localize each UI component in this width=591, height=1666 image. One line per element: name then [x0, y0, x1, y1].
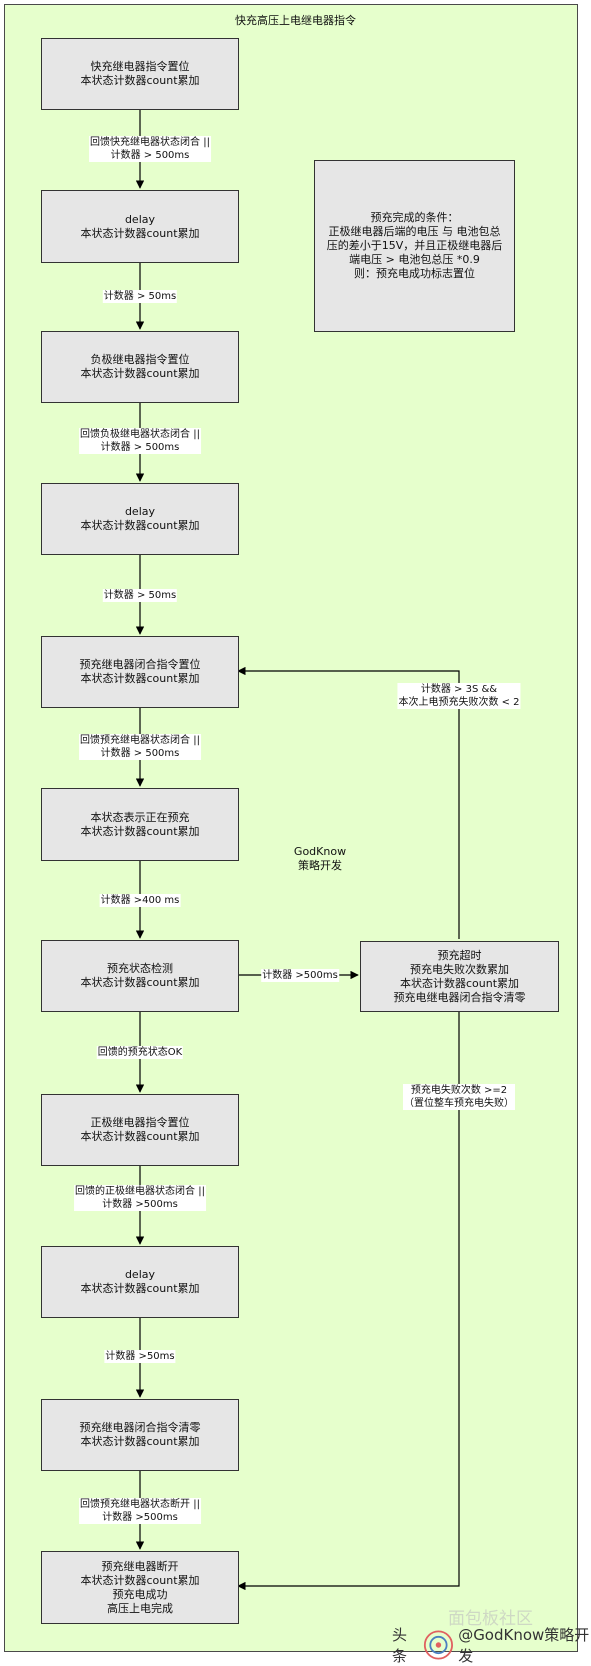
node-line: delay — [124, 505, 156, 518]
edge-label: 计数器 >50ms — [104, 1350, 176, 1363]
edge-label: 预充电失败次数 >=2（置位整车预充电失败） — [403, 1084, 515, 1110]
edge-label: 计数器 > 50ms — [102, 589, 178, 602]
node-positive-relay-set: 正极继电器指令置位本状态计数器count累加 — [41, 1094, 239, 1166]
node-line: 本状态计数器count累加 — [80, 519, 200, 532]
node-precharge-check: 预充状态检测本状态计数器count累加 — [41, 940, 239, 1012]
edge-label: 回馈预充继电器状态断开 ||计数器 >500ms — [79, 1498, 201, 1524]
edge-label: 计数器 >500ms — [261, 969, 339, 982]
note-line: 端电压 > 电池包总压 *0.9 — [349, 253, 480, 266]
node-line: 本状态计数器count累加 — [80, 74, 200, 87]
node-hv-power-on-done: 预充继电器断开本状态计数器count累加预充电成功高压上电完成 — [41, 1551, 239, 1624]
node-precharging: 本状态表示正在预充本状态计数器count累加 — [41, 788, 239, 861]
edge-label: 回馈快充继电器状态闭合 ||计数器 > 500ms — [89, 136, 211, 162]
node-line: 本状态计数器count累加 — [80, 1435, 200, 1448]
node-line: 本状态计数器count累加 — [80, 1282, 200, 1295]
edge-label: 回馈负极继电器状态闭合 ||计数器 > 500ms — [79, 428, 201, 454]
node-line: 本状态计数器count累加 — [80, 672, 200, 685]
note-line: 压的差小于15V，并且正极继电器后 — [326, 239, 503, 252]
node-line: 预充继电器闭合指令清零 — [79, 1421, 201, 1434]
edge-label: 回馈的正极继电器状态闭合 ||计数器 >500ms — [74, 1185, 206, 1211]
node-negative-relay-set: 负极继电器指令置位本状态计数器count累加 — [41, 331, 239, 403]
note-precharge-condition: 预充完成的条件：正极继电器后端的电压 与 电池包总压的差小于15V，并且正极继电… — [314, 160, 515, 332]
edge-label: 回馈预充继电器状态闭合 ||计数器 > 500ms — [79, 734, 201, 760]
node-line: 预充电成功 — [112, 1587, 168, 1601]
node-precharge-relay-set: 预充继电器闭合指令置位本状态计数器count累加 — [41, 636, 239, 708]
node-line: 预充状态检测 — [106, 962, 173, 975]
node-line: 本状态表示正在预充 — [90, 810, 190, 824]
watermark-center: 面包板社区 — [448, 1609, 533, 1629]
node-line: 预充电继电器闭合指令清零 — [393, 990, 526, 1004]
node-line: 本状态计数器count累加 — [80, 1573, 200, 1587]
note-line: 正极继电器后端的电压 与 电池包总 — [328, 225, 501, 238]
node-precharge-relay-clear: 预充继电器闭合指令清零本状态计数器count累加 — [41, 1399, 239, 1471]
watermark: 头条 @GodKnow策略开发 — [392, 1624, 591, 1666]
watermark-logo-icon — [424, 1630, 454, 1660]
node-line: 负极继电器指令置位 — [90, 353, 190, 366]
edge-label: 计数器 >400 ms — [99, 894, 181, 907]
node-line: 预充继电器断开 — [101, 1559, 179, 1573]
edge-timeout-fail — [237, 1012, 460, 1591]
node-line: delay — [124, 212, 156, 226]
edge-label: 计数器 > 3S &&本次上电预充失败次数 < 2 — [397, 683, 521, 709]
note-line: 预充完成的条件： — [370, 211, 459, 224]
node-line: 高压上电完成 — [106, 1601, 173, 1615]
node-precharge-timeout: 预充超时预充电失败次数累加本状态计数器count累加预充电继电器闭合指令清零 — [360, 941, 559, 1012]
node-line: 快充继电器指令置位 — [90, 60, 190, 73]
node-line: 预充电失败次数累加 — [410, 962, 509, 976]
node-line: 预充超时 — [437, 948, 482, 962]
watermark-right: @GodKnow策略开发 — [458, 1626, 590, 1665]
node-line: 本状态计数器count累加 — [80, 824, 200, 838]
node-line: delay — [124, 1268, 156, 1281]
diagram-title: 快充高压上电继电器指令 — [235, 14, 356, 27]
node-line: 本状态计数器count累加 — [80, 1130, 200, 1143]
node-line: 本状态计数器count累加 — [80, 367, 200, 380]
node-fast-relay-set: 快充继电器指令置位本状态计数器count累加 — [41, 38, 239, 110]
node-line: 本状态计数器count累加 — [80, 976, 200, 989]
note-line: 则：预充电成功标志置位 — [354, 267, 475, 280]
node-line: 正极继电器指令置位 — [90, 1116, 190, 1129]
node-line: 预充继电器闭合指令置位 — [79, 658, 201, 671]
edge-label: 计数器 > 50ms — [102, 290, 178, 303]
node-line: 本状态计数器count累加 — [80, 226, 200, 240]
watermark-left: 头条 — [392, 1626, 408, 1665]
edge-timeout-retry — [237, 666, 460, 939]
node-line: 本状态计数器count累加 — [399, 976, 520, 990]
edge-label: 回馈的预充状态OK — [96, 1046, 184, 1059]
